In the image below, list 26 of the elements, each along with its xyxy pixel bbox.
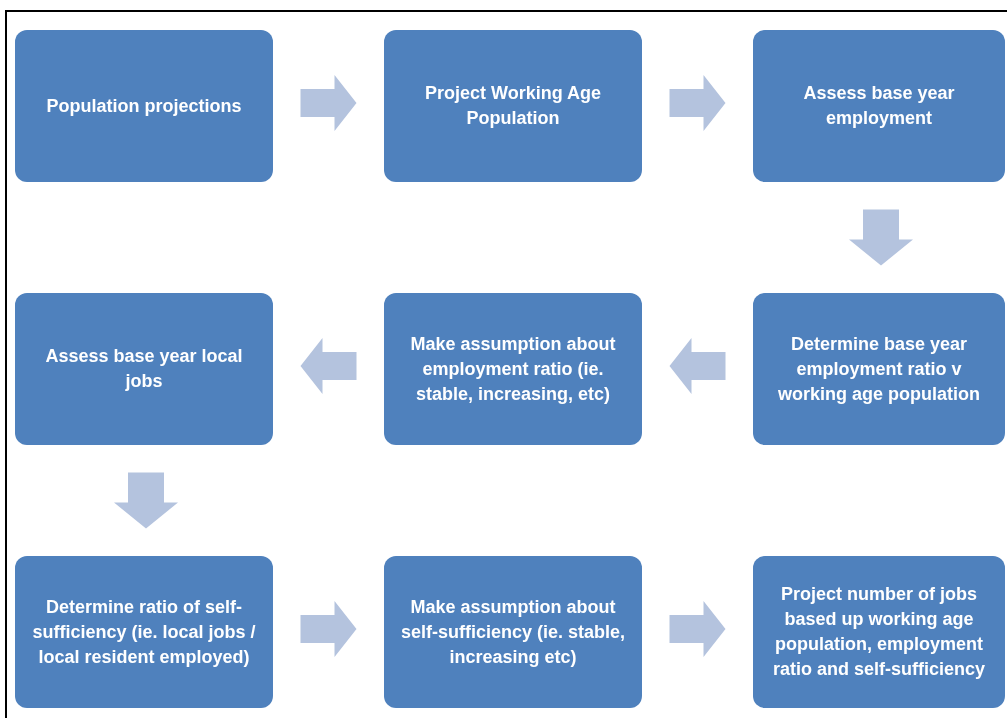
block-arrow <box>300 338 357 394</box>
process-box <box>753 556 1005 708</box>
process-box <box>384 293 642 445</box>
block-arrow <box>669 601 726 657</box>
step-text: Determine base year employment ratio v working age population <box>777 332 981 406</box>
step-text: Make assumption about employment ratio (ie. stable, increasing, etc) <box>409 332 617 406</box>
process-box <box>15 556 273 708</box>
step-text: Make assumption about self-sufficiency (ie. stable, increasing etc) <box>400 595 626 669</box>
step-text: Project number of jobs based up working age population, employment ratio and self-sufficiency <box>771 583 987 681</box>
process-box <box>15 30 273 182</box>
process-box <box>15 293 273 445</box>
process-box <box>384 30 642 182</box>
step-text: Determine ratio of self-sufficiency (ie. local jobs / local resident employed) <box>31 595 257 669</box>
step-text: Assess base year local jobs <box>44 345 244 393</box>
block-arrow <box>849 209 913 266</box>
step-text: Population projections <box>46 94 242 118</box>
block-arrow <box>300 601 357 657</box>
block-arrow <box>114 472 178 529</box>
block-arrow <box>669 75 726 131</box>
process-box <box>753 293 1005 445</box>
process-box <box>384 556 642 708</box>
block-arrow <box>669 338 726 394</box>
block-arrow <box>300 75 357 131</box>
step-text: Assess base year employment <box>802 82 956 130</box>
step-text: Project Working Age Population <box>424 82 602 130</box>
process-box <box>753 30 1005 182</box>
